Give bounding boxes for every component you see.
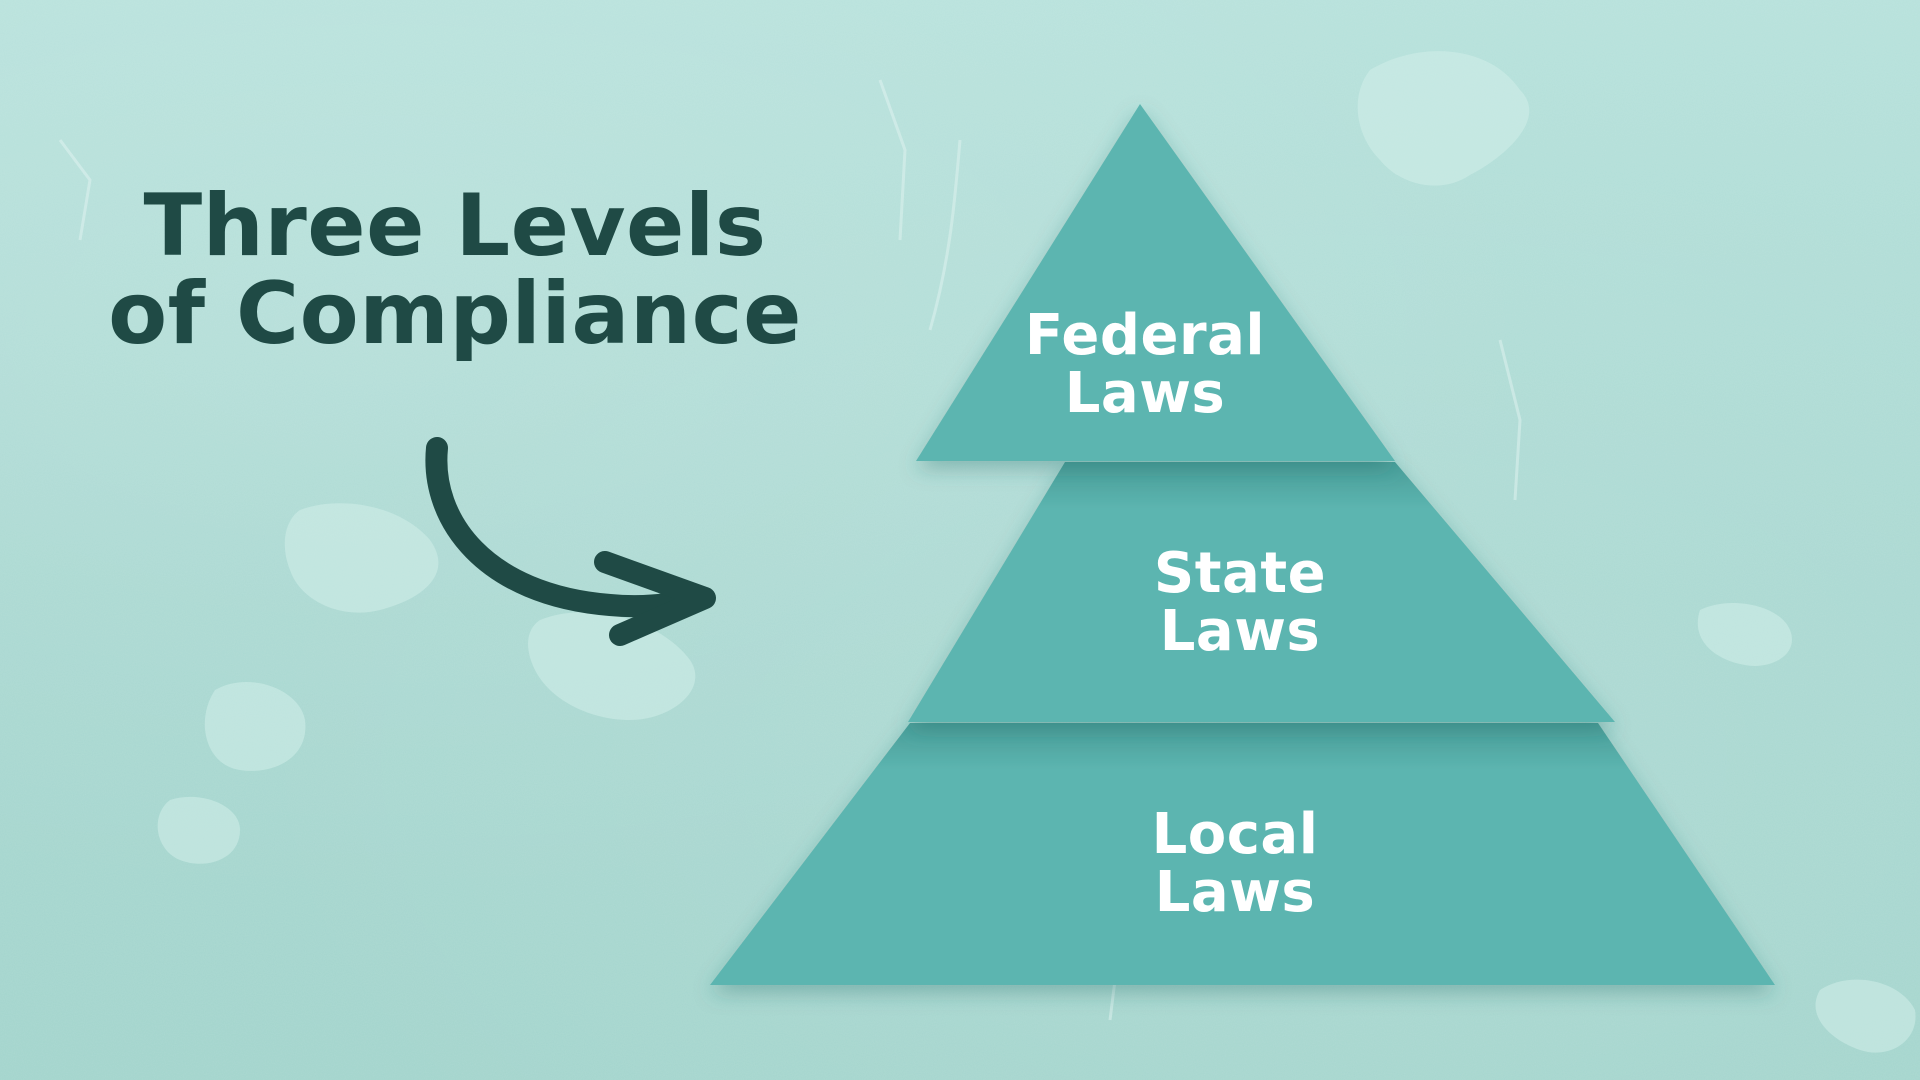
curved-arrow-icon [425, 437, 716, 646]
pyramid-tier-state [908, 462, 1615, 722]
tier-label-local: Local Laws [1110, 806, 1360, 922]
slide-title-line-2: of Compliance [108, 264, 802, 364]
tier-label-state: State Laws [1120, 545, 1360, 661]
tier-label-local-line-1: Local [1151, 802, 1319, 867]
pyramid-tier-federal [916, 104, 1395, 461]
pyramid-tier-local [710, 723, 1775, 985]
tier-label-federal: Federal Laws [1000, 307, 1290, 423]
tier-label-state-line-2: Laws [1159, 599, 1321, 664]
slide-title-line-1: Three Levels [143, 176, 767, 276]
tier-label-state-line-1: State [1153, 541, 1327, 606]
tier-label-federal-line-2: Laws [1064, 361, 1226, 426]
tier-label-local-line-2: Laws [1154, 860, 1316, 925]
tier-label-federal-line-1: Federal [1024, 303, 1266, 368]
slide-title: Three Levels of Compliance [95, 182, 815, 358]
compliance-pyramid [710, 104, 1775, 985]
